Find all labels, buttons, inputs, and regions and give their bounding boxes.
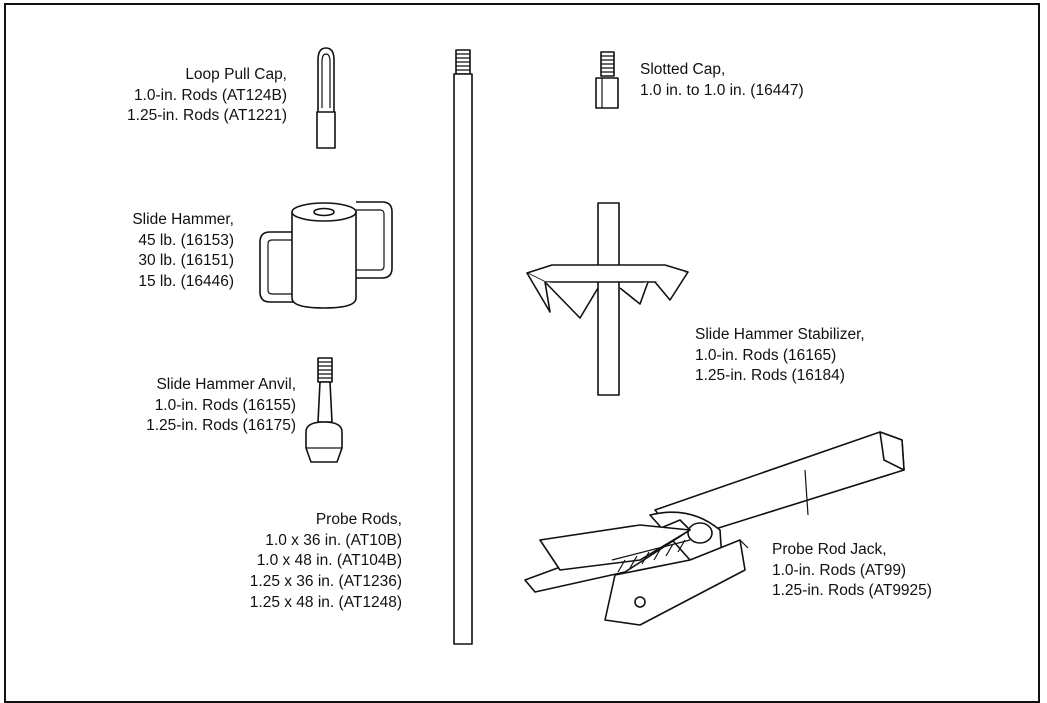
slide-hammer-anvil-part-2: 1.25-in. Rods (16175) bbox=[146, 417, 296, 435]
slide-hammer-anvil-title: Slide Hammer Anvil, bbox=[156, 376, 296, 393]
loop-pull-cap-part-1: 1.0-in. Rods (AT124B) bbox=[133, 86, 287, 104]
slide-hammer-part-1: 45 lb. (16153) bbox=[138, 231, 234, 249]
probe-rods-part-4: 1.25 x 48 in. (AT1248) bbox=[249, 593, 402, 611]
slide-hammer-anvil-part-1: 1.0-in. Rods (16155) bbox=[154, 396, 296, 414]
slide-hammer-part-2: 30 lb. (16151) bbox=[138, 252, 234, 270]
probe-rod-jack-part-2: 1.25-in. Rods (AT9925) bbox=[772, 582, 932, 600]
probe-rods-part-2: 1.0 x 48 in. (AT104B) bbox=[256, 552, 402, 570]
probe-rod-jack-title: Probe Rod Jack, bbox=[772, 541, 887, 558]
loop-pull-cap-drawing bbox=[316, 47, 336, 149]
slotted-cap-part-1: 1.0 in. to 1.0 in. (16447) bbox=[640, 81, 804, 99]
slotted-cap-drawing bbox=[595, 51, 619, 109]
probe-rod-drawing bbox=[453, 49, 473, 645]
slide-hammer-stabilizer-part-1: 1.0-in. Rods (16165) bbox=[695, 346, 837, 364]
slide-hammer-stabilizer-title: Slide Hammer Stabilizer, bbox=[695, 326, 865, 343]
probe-rod-jack-label: Probe Rod Jack, 1.0-in. Rods (AT99) 1.25… bbox=[772, 540, 932, 602]
slide-hammer-stabilizer-drawing bbox=[526, 202, 689, 396]
slotted-cap-label: Slotted Cap, 1.0 in. to 1.0 in. (16447) bbox=[640, 60, 804, 101]
probe-rods-part-1: 1.0 x 36 in. (AT10B) bbox=[265, 531, 402, 549]
slide-hammer-stabilizer-label: Slide Hammer Stabilizer, 1.0-in. Rods (1… bbox=[695, 325, 865, 387]
loop-pull-cap-part-2: 1.25-in. Rods (AT1221) bbox=[127, 107, 287, 125]
slide-hammer-part-3: 15 lb. (16446) bbox=[138, 273, 234, 291]
slide-hammer-drawing bbox=[259, 201, 393, 309]
probe-rods-title: Probe Rods, bbox=[315, 511, 402, 528]
slide-hammer-title: Slide Hammer, bbox=[132, 211, 234, 228]
slide-hammer-stabilizer-part-2: 1.25-in. Rods (16184) bbox=[695, 367, 845, 385]
probe-rods-part-3: 1.25 x 36 in. (AT1236) bbox=[249, 573, 402, 591]
slotted-cap-title: Slotted Cap, bbox=[640, 61, 726, 78]
slide-hammer-anvil-drawing bbox=[305, 357, 343, 463]
loop-pull-cap-label: Loop Pull Cap, 1.0-in. Rods (AT124B) 1.2… bbox=[127, 65, 287, 127]
slide-hammer-anvil-label: Slide Hammer Anvil, 1.0-in. Rods (16155)… bbox=[146, 375, 296, 437]
loop-pull-cap-title: Loop Pull Cap, bbox=[185, 66, 287, 83]
probe-rod-jack-part-1: 1.0-in. Rods (AT99) bbox=[772, 561, 907, 579]
probe-rod-jack-drawing bbox=[524, 431, 905, 626]
probe-rods-label: Probe Rods, 1.0 x 36 in. (AT10B) 1.0 x 4… bbox=[250, 510, 402, 614]
slide-hammer-label: Slide Hammer, 45 lb. (16153) 30 lb. (161… bbox=[132, 210, 234, 293]
